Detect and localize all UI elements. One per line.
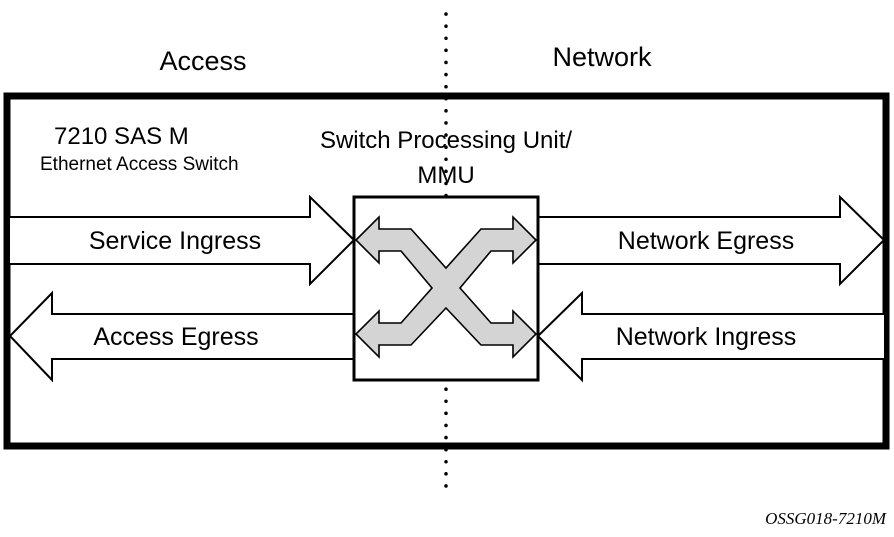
service-ingress-label: Service Ingress [89,227,261,255]
switch-crossing-shape [354,215,538,359]
access-heading: Access [159,46,246,76]
device-model-label: 7210 SAS M [54,123,189,150]
access-egress-label: Access Egress [93,323,258,351]
network-ingress-label: Network Ingress [616,323,797,351]
spu-label-line1: Switch Processing Unit/ [320,127,572,154]
spu-label-line2: MMU [417,162,474,189]
access-egress-arrow [8,290,354,383]
device-description-label: Ethernet Access Switch [40,154,239,175]
device-box [3,92,890,450]
network-egress-label: Network Egress [618,227,794,255]
switch-crossing-arrows [354,215,538,359]
network-heading: Network [552,42,652,72]
figure-id-label: OSSG018-7210M [765,509,887,528]
network-egress-arrow [538,194,886,287]
